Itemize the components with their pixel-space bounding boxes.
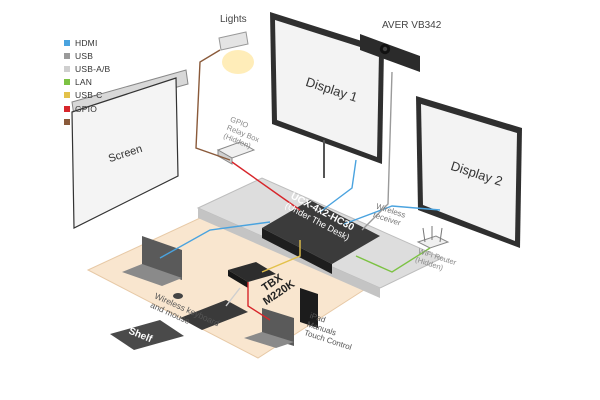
legend-label: LAN bbox=[75, 77, 93, 88]
legend-item: GPIO bbox=[64, 102, 110, 115]
shelf-tag bbox=[110, 320, 184, 350]
legend-swatch bbox=[64, 79, 70, 86]
legend-label: USB-C bbox=[75, 90, 103, 101]
display-2 bbox=[416, 96, 522, 248]
legend-swatch bbox=[64, 52, 70, 59]
cable-relay bbox=[195, 49, 231, 161]
cable-usb-camera bbox=[361, 71, 393, 231]
legend-swatch bbox=[64, 92, 70, 99]
left-laptop bbox=[122, 236, 182, 286]
wireless-keyboard-mouse bbox=[173, 293, 248, 330]
cable-lan-router bbox=[355, 247, 431, 273]
legend-item: HDMI bbox=[64, 36, 110, 49]
cable-legend: HDMI USB USB-A/B LAN USB-C GPIO bbox=[64, 36, 110, 128]
legend-swatch bbox=[64, 118, 70, 125]
legend-item: USB-C bbox=[64, 89, 110, 102]
legend-swatch bbox=[64, 65, 70, 72]
legend-item bbox=[64, 115, 110, 128]
cable-gpio-to-relay bbox=[231, 161, 301, 211]
cable-gpio-tbx bbox=[247, 282, 271, 321]
gpio-relay-box bbox=[216, 141, 256, 165]
legend-label: USB-A/B bbox=[75, 63, 111, 74]
tbx-m220k bbox=[228, 262, 276, 288]
aver-label: AVER VB342 bbox=[382, 20, 442, 31]
aver-camera bbox=[360, 34, 420, 72]
legend-item: LAN bbox=[64, 76, 110, 89]
cable-hdmi-display2 bbox=[343, 205, 441, 225]
legend-item: USB bbox=[64, 49, 110, 62]
legend-label: HDMI bbox=[75, 37, 98, 48]
cable-usbc-tbx bbox=[261, 240, 301, 273]
cable-hdmi-display1 bbox=[319, 159, 357, 213]
wifi-router bbox=[416, 226, 450, 249]
legend-item: USB-A/B bbox=[64, 62, 110, 75]
lights-icon bbox=[218, 31, 254, 74]
projection-screen bbox=[71, 69, 189, 229]
display-1 bbox=[270, 12, 384, 178]
ipad bbox=[300, 288, 318, 328]
legend-label: GPIO bbox=[75, 103, 98, 114]
cable-usba-laptop bbox=[225, 287, 241, 307]
cables bbox=[159, 49, 441, 321]
cable-hdmi-laptop bbox=[159, 221, 271, 259]
legend-swatch bbox=[64, 39, 70, 46]
desk-front bbox=[198, 208, 380, 298]
ucx-switcher bbox=[262, 200, 380, 274]
legend-label: USB bbox=[75, 50, 94, 61]
legend-swatch bbox=[64, 105, 70, 112]
lights-label: Lights bbox=[220, 14, 247, 25]
right-laptop bbox=[244, 308, 294, 348]
